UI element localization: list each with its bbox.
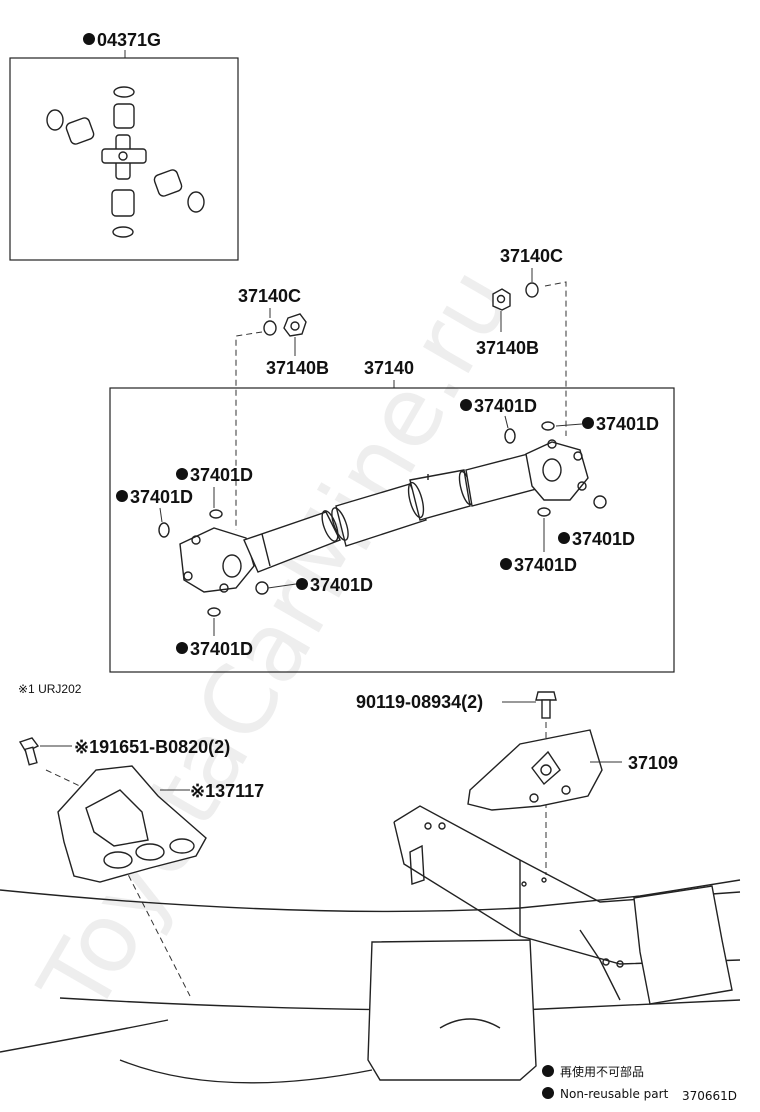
snap-rings <box>158 421 607 617</box>
callout-37401D-3: 37401D <box>190 465 253 485</box>
callout-37401D-7: 37401D <box>310 575 373 595</box>
callout-90119-08934: 90119-08934(2) <box>356 692 483 712</box>
callout-37401D-5: 37401D <box>572 529 635 549</box>
callout-37109: 37109 <box>628 753 678 773</box>
callout-37401D-2: 37401D <box>596 414 659 434</box>
diagram-id: 370661D <box>682 1089 737 1103</box>
callout-37401D-1: 37401D <box>474 396 537 416</box>
callout-37401D-6: 37401D <box>514 555 577 575</box>
bearing-support-37117 <box>57 765 207 883</box>
legend: 再使用不可部品 Non-reusable part 370661D <box>542 1064 737 1103</box>
snap-ring-callouts: 37401D 37401D 37401D 37401D 37401D 37401… <box>116 396 659 659</box>
callout-37140: 37140 <box>364 358 414 378</box>
vehicle-frame <box>0 805 741 1084</box>
callout-37140C-right: 37140C <box>500 246 563 266</box>
universal-joint-kit-group: 04371G <box>9 30 239 261</box>
propeller-shaft <box>179 439 589 593</box>
spider-cross <box>101 134 147 180</box>
callout-37140B-left: 37140B <box>266 358 329 378</box>
legend-jp: 再使用不可部品 <box>560 1064 644 1079</box>
kit-box <box>9 57 239 261</box>
bolt-90119 <box>535 691 557 719</box>
bolt-91651 <box>18 737 40 766</box>
callout-37140C-left: 37140C <box>238 286 301 306</box>
model-note: ※1 URJ202 <box>18 682 82 696</box>
propeller-shaft-box <box>109 387 675 673</box>
callout-37140B-right: 37140B <box>476 338 539 358</box>
callout-37117: ※137117 <box>190 781 264 801</box>
callout-37401D-4: 37401D <box>130 487 193 507</box>
legend-en: Non-reusable part <box>560 1087 669 1101</box>
support-bracket-37109 <box>467 729 603 811</box>
callout-04371G: 04371G <box>97 30 161 50</box>
callout-91651-B0820: ※191651-B0820(2) <box>74 737 230 757</box>
callout-37401D-8: 37401D <box>190 639 253 659</box>
